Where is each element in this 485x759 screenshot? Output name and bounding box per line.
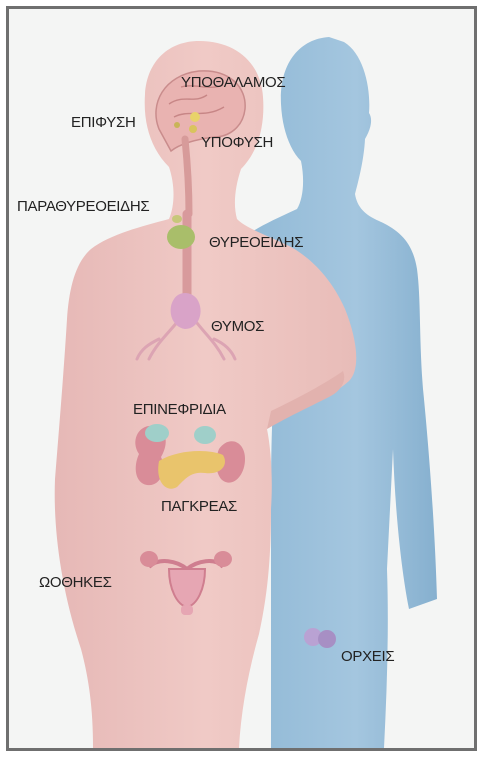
label-adrenals: ΕΠΙΝΕΦΡΙΔΙΑ (133, 402, 226, 417)
hypothalamus-gland-icon (190, 112, 200, 122)
label-pituitary: ΥΠΟΦΥΣΗ (201, 135, 273, 150)
testis-right-icon (318, 630, 336, 648)
pituitary-gland-icon (189, 125, 197, 133)
label-ovaries: ΩΟΘΗΚΕΣ (39, 575, 112, 590)
pineal-gland-icon (174, 122, 180, 128)
label-pancreas: ΠΑΓΚΡΕΑΣ (161, 499, 237, 514)
label-hypothalamus: ΥΠΟΘΑΛΑΜΟΣ (181, 75, 285, 90)
ovary-left-icon (140, 551, 158, 567)
figure-frame: ΥΠΟΘΑΛΑΜΟΣ ΕΠΙΦΥΣΗ ΥΠΟΦΥΣΗ ΠΑΡΑΘΥΡΕΟΕΙΔΗ… (6, 6, 477, 751)
thyroid-gland-icon (167, 225, 195, 249)
label-thyroid: ΘΥΡΕΟΕΙΔΗΣ (209, 235, 303, 250)
adrenal-right-icon (194, 426, 216, 444)
parathyroid-gland-icon (172, 215, 182, 223)
label-testes: ΟΡΧΕΙΣ (341, 649, 394, 664)
ovary-right-icon (214, 551, 232, 567)
adrenal-left-icon (145, 424, 169, 442)
label-thymus: ΘΥΜΟΣ (211, 319, 264, 334)
label-pineal: ΕΠΙΦΥΣΗ (71, 115, 136, 130)
label-parathyroid: ΠΑΡΑΘΥΡΕΟΕΙΔΗΣ (17, 199, 149, 214)
